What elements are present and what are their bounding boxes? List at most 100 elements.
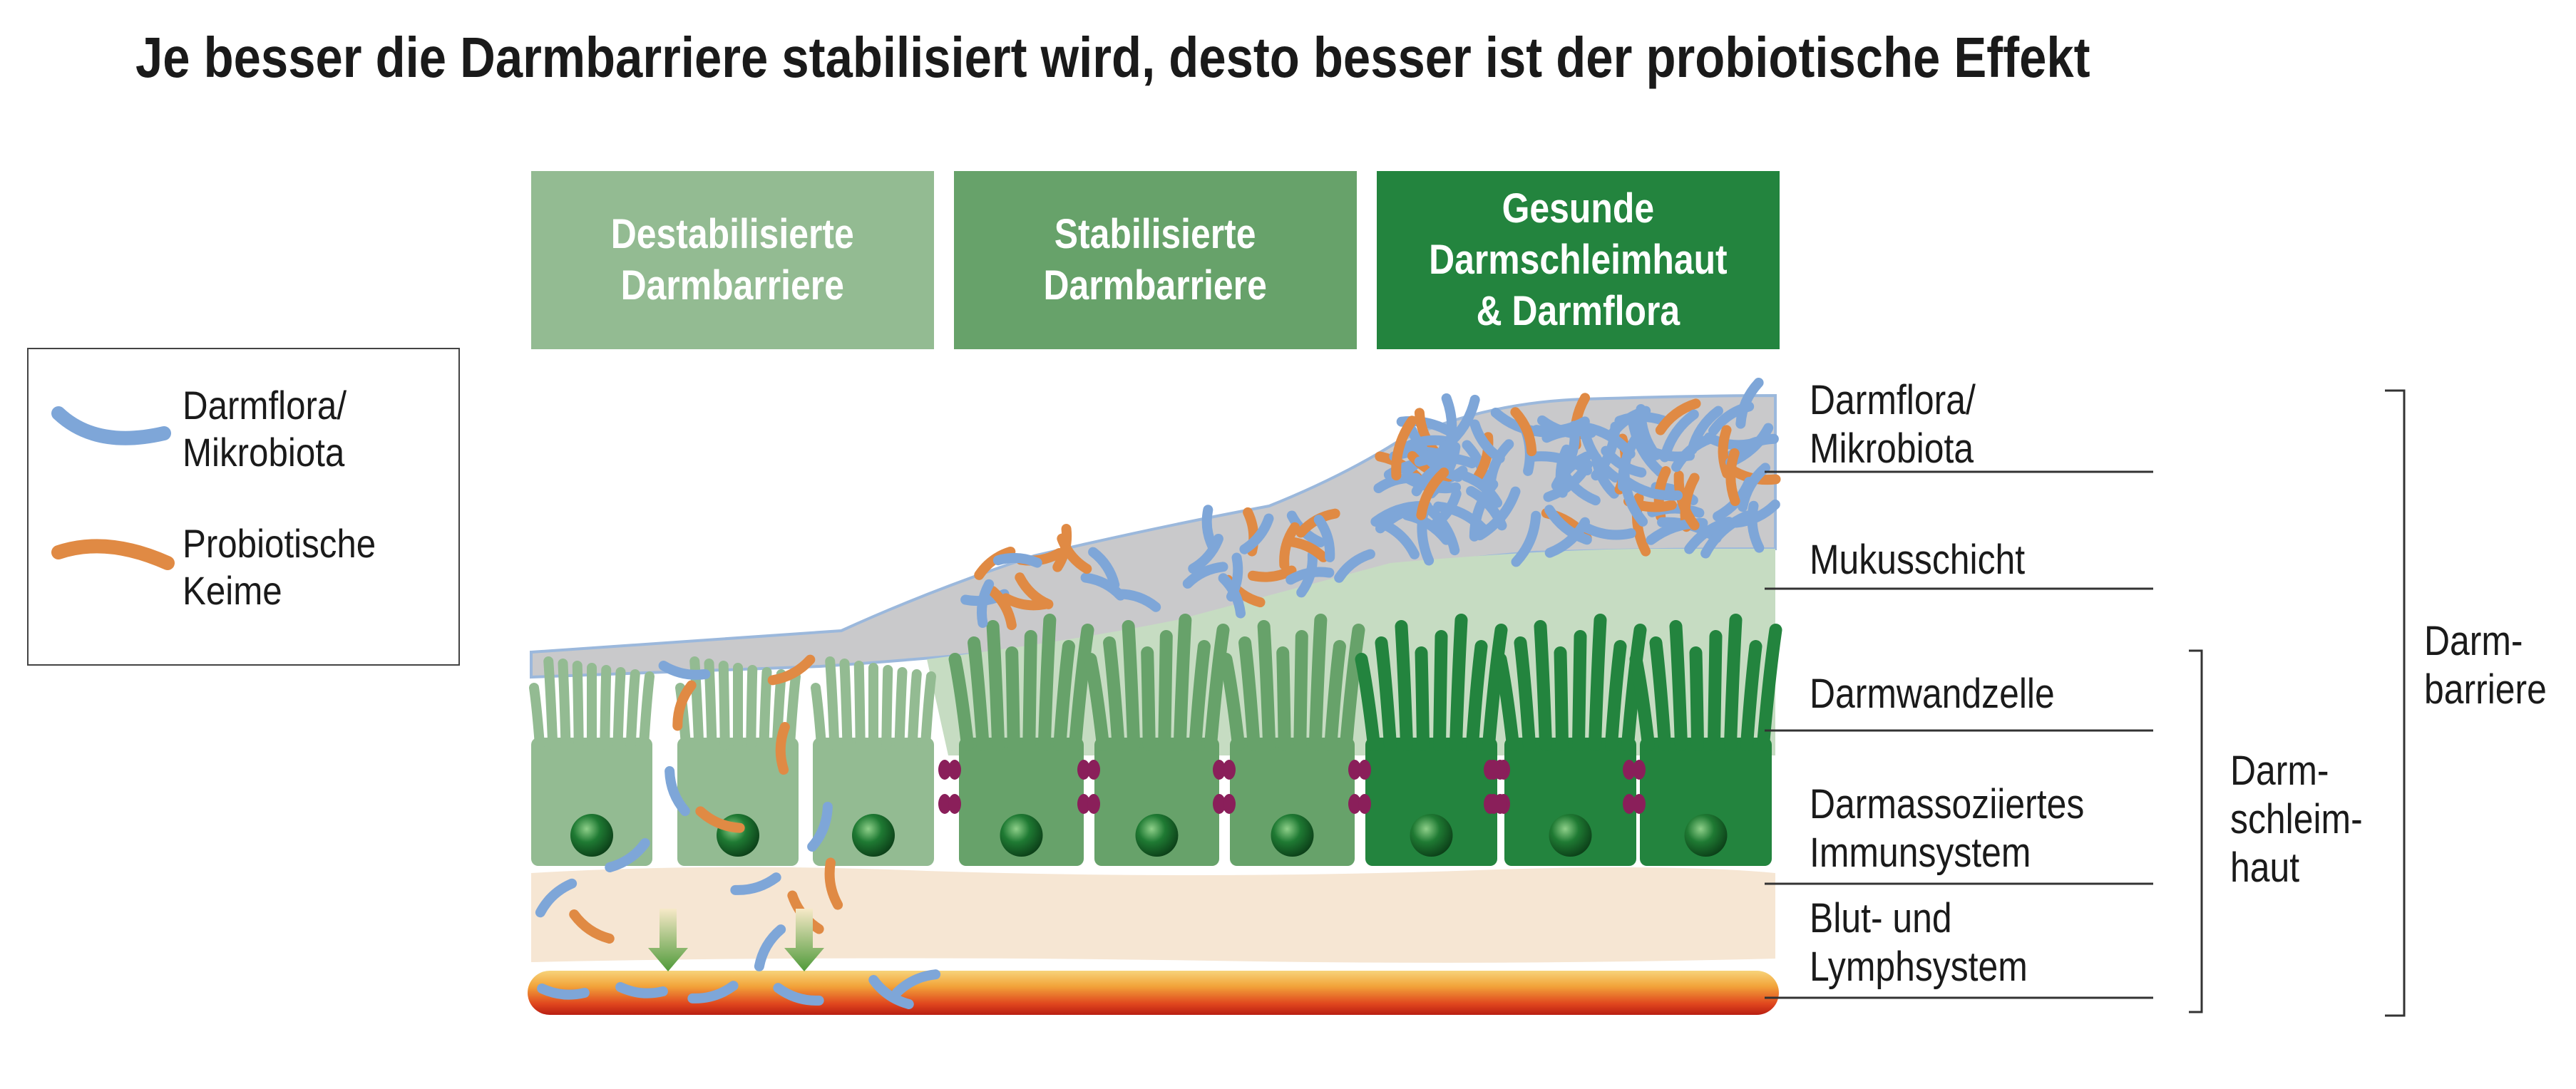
microbiota-bacterium (1673, 470, 1700, 531)
microvillus (986, 620, 1005, 751)
nucleus (1684, 814, 1728, 857)
tight-junction (1213, 794, 1226, 814)
mucosa-bracket (2189, 649, 2203, 1013)
nucleus (1271, 814, 1314, 857)
bacterium (1313, 515, 1335, 562)
microvillus (948, 653, 974, 751)
leaking-bacterium (775, 722, 790, 775)
microvillus (612, 667, 626, 750)
microvillus (1554, 646, 1569, 751)
microvillus (639, 671, 655, 750)
immune-system-layer (531, 867, 1775, 963)
epithelial-cell (948, 614, 1094, 866)
microvillus (1689, 646, 1704, 751)
leak-arrow-icon (648, 909, 688, 971)
label-mucosa-bracket: Darm- schleim- haut (2230, 748, 2363, 891)
epithelial-cells (529, 614, 1782, 866)
microvillus (718, 661, 730, 750)
microbiota-bacterium (1460, 471, 1503, 508)
blood-vessel (528, 971, 1779, 1015)
microvillus (1189, 640, 1211, 751)
legend-microbiota-label: Darmflora/ Mikrobiota (183, 383, 347, 475)
leak-arrows (648, 909, 824, 971)
leaking-bacterium (535, 878, 578, 918)
probiotic-swatch-icon (51, 539, 175, 570)
microvillus (1022, 630, 1037, 751)
microvillus (1415, 646, 1430, 751)
leaking-bacterium (807, 802, 833, 852)
tight-junction (1494, 794, 1507, 814)
bacterium (1057, 533, 1092, 574)
bacterium (1282, 536, 1329, 562)
microbiota-bacterium (1671, 433, 1715, 473)
immune-band (531, 867, 1775, 963)
leaking-bacterium (672, 680, 697, 731)
cell-body (813, 738, 934, 866)
epithelial-cell (1629, 614, 1782, 866)
leaking-bacterium (868, 975, 914, 1009)
microbiota-bacterium (1735, 377, 1764, 429)
leaking-bacterium (754, 924, 786, 971)
microvillus (1158, 630, 1173, 751)
probiotic-bacterium (1510, 407, 1537, 457)
tight-junction (1484, 760, 1497, 780)
microvillus (1276, 646, 1291, 751)
label-leader-lines (1765, 470, 2153, 999)
microbiota-bacterium (1424, 504, 1460, 556)
microvillus (1395, 620, 1413, 751)
nucleus (1410, 814, 1453, 857)
bacterium (1182, 562, 1228, 589)
legend: Darmflora/ Mikrobiota Probiotische Keime (27, 348, 460, 666)
nucleus (1549, 814, 1592, 857)
bacteria (535, 377, 1781, 1009)
microvillus (600, 665, 612, 750)
tight-junction (1077, 760, 1090, 780)
microvillus (1053, 640, 1075, 751)
tight-junction (938, 760, 951, 780)
probiotic-bacterium (1725, 448, 1740, 507)
microvillus (759, 667, 772, 750)
microvillus (1757, 624, 1782, 751)
blood-lymph-vessel (528, 971, 1779, 1015)
tight-junction (1223, 794, 1236, 814)
microvillus (825, 656, 840, 750)
epithelial-cell (1355, 614, 1508, 866)
header-healthy-mucosa: Gesunde Darmschleimhaut & Darmflora (1377, 171, 1780, 349)
microvillus (1340, 624, 1365, 751)
tight-junction (1213, 760, 1226, 780)
leaking-bacterium (615, 982, 668, 998)
label-microbiota: Darmflora/ Mikrobiota (1810, 377, 1976, 472)
microvillus (920, 671, 936, 750)
microvillus (1740, 640, 1762, 751)
microvillus (625, 669, 640, 750)
bacterium (1239, 513, 1274, 554)
bacterium (1334, 549, 1375, 583)
label-mucus: Mukusschicht (1810, 537, 2026, 583)
tight-junction (1087, 760, 1100, 780)
bacterium (1188, 533, 1223, 574)
bacterium (1088, 547, 1120, 590)
nucleus (852, 814, 895, 857)
tight-junction (1087, 794, 1100, 814)
cell-body (531, 738, 652, 866)
tight-junction (1348, 760, 1361, 780)
probiotic-bacterium (1581, 522, 1636, 540)
tight-junction (948, 760, 961, 780)
leaking-bacterium (891, 969, 941, 998)
bacterium (974, 546, 1016, 580)
microbiota-bacterium (1619, 466, 1648, 527)
microbiota-bacterium (1655, 398, 1701, 435)
epithelial-cell (529, 656, 655, 866)
tight-junction (1623, 794, 1636, 814)
microvillus (1449, 614, 1468, 751)
tight-junction (1633, 760, 1646, 780)
tight-junction (1494, 760, 1507, 780)
label-barrier-bracket: Darm- barriere (2424, 618, 2547, 713)
epithelial-cell (1219, 614, 1365, 866)
cell-body (1365, 738, 1497, 866)
microvillus (704, 659, 717, 750)
tight-junction (938, 794, 951, 814)
bacterium (1296, 549, 1318, 598)
microbiota-bacterium (1416, 468, 1449, 520)
epithelial-cell (675, 656, 801, 866)
